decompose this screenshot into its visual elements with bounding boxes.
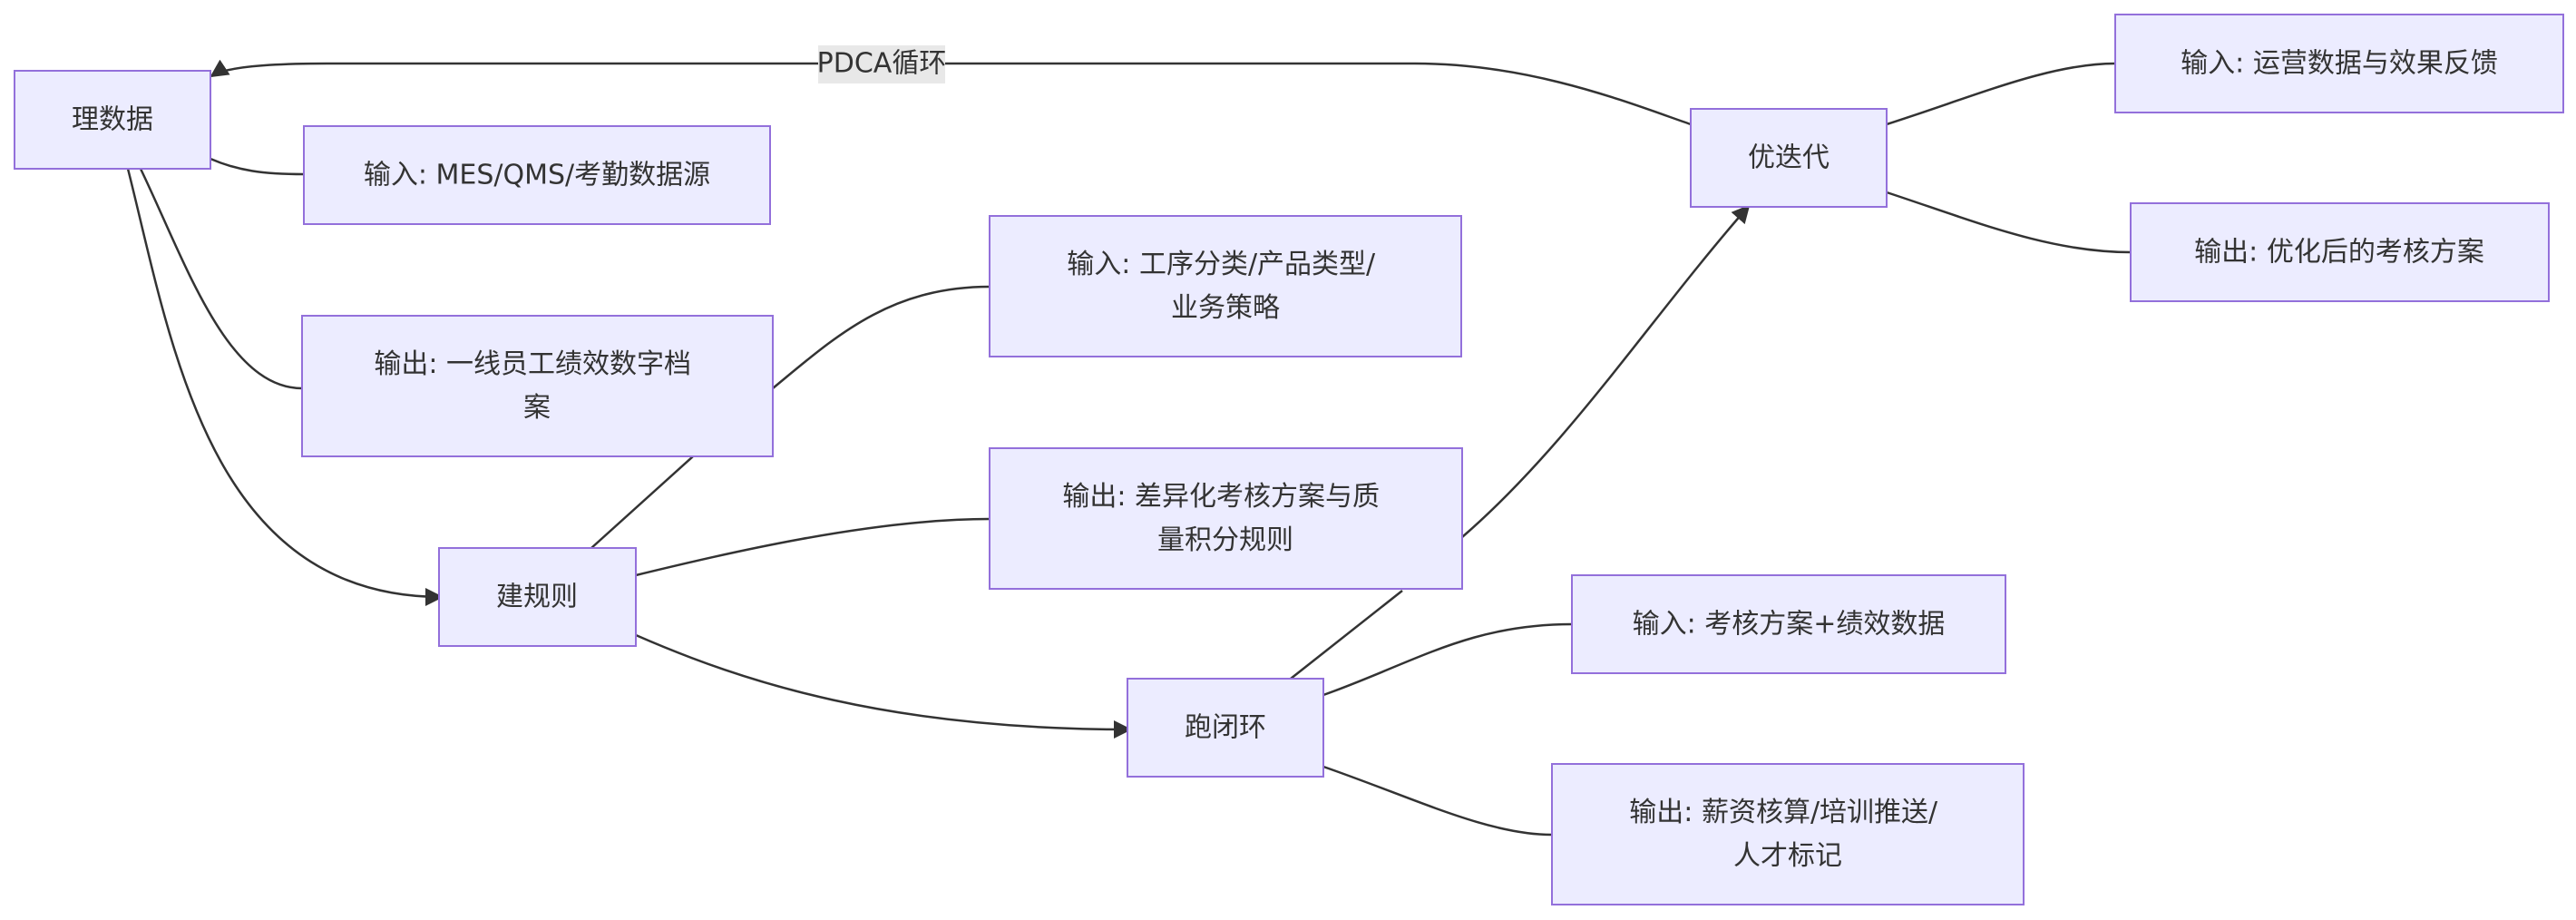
node-build-rules-output-line-2: 量积分规则	[1157, 524, 1293, 556]
node-build-rules-output[interactable]: 输出: 差异化考核方案与质 量积分规则	[989, 447, 1463, 590]
node-run-loop-input-label: 输入: 考核方案+绩效数据	[1633, 609, 1946, 641]
edge-process-data-to-input	[210, 157, 305, 176]
edge-process-data-to-build-rules	[126, 168, 444, 606]
node-build-rules-label: 建规则	[496, 582, 578, 613]
node-run-loop-output-line-1: 输出: 薪资核算/培训推送/	[1629, 797, 1938, 828]
node-optimize-output-label: 输出: 优化后的考核方案	[2194, 237, 2484, 269]
node-optimize-output[interactable]: 输出: 优化后的考核方案	[2130, 202, 2550, 302]
edges: PDCA循环	[126, 45, 2132, 837]
node-optimize-input[interactable]: 输入: 运营数据与效果反馈	[2114, 14, 2564, 113]
edge-optimize-to-output	[1886, 191, 2132, 254]
edge-build-rules-to-run-loop	[635, 633, 1132, 739]
edge-optimize-to-input	[1886, 62, 2116, 126]
node-optimize-label: 优迭代	[1748, 142, 1830, 174]
node-process-data-output-label: 输出: 一线员工绩效数字档 案	[374, 348, 699, 424]
node-build-rules-input-label: 输入: 工序分类/产品类型/ 业务策略	[1067, 249, 1383, 324]
edge-to-optimize	[1461, 204, 1751, 538]
node-process-data-output-line-1: 输出: 一线员工绩效数字档	[374, 348, 691, 380]
node-build-rules-input[interactable]: 输入: 工序分类/产品类型/ 业务策略	[989, 215, 1462, 357]
edge-run-loop-to-output	[1322, 765, 1553, 837]
node-run-loop-label: 跑闭环	[1185, 712, 1266, 744]
edge-run-loop-to-scheme	[1290, 590, 1403, 680]
edge-label-pdca: PDCA循环	[817, 48, 947, 80]
node-optimize[interactable]: 优迭代	[1690, 108, 1888, 208]
node-process-data-label: 理数据	[72, 104, 153, 136]
node-run-loop[interactable]: 跑闭环	[1127, 678, 1324, 778]
edge-build-rules-to-input	[772, 285, 990, 389]
node-build-rules-input-line-2: 业务策略	[1171, 292, 1280, 324]
edge-build-rules-to-output	[635, 517, 990, 577]
node-build-rules-output-label: 输出: 差异化考核方案与质 量积分规则	[1062, 481, 1388, 556]
nodes: 理数据 输入: MES/QMS/考勤数据源 输出: 一线员工绩效数字档 案 建规…	[14, 14, 2564, 905]
node-build-rules-output-line-1: 输出: 差异化考核方案与质	[1062, 481, 1380, 513]
node-optimize-input-label: 输入: 运营数据与效果反馈	[2181, 48, 2498, 80]
node-process-data-input[interactable]: 输入: MES/QMS/考勤数据源	[303, 125, 771, 225]
node-build-rules-input-line-1: 输入: 工序分类/产品类型/	[1067, 249, 1376, 280]
node-process-data-output[interactable]: 输出: 一线员工绩效数字档 案	[301, 315, 774, 457]
edge-run-loop-to-input	[1322, 622, 1573, 697]
node-process-data-output-line-2: 案	[523, 392, 551, 424]
edge-build-rules-to-archive	[590, 455, 694, 549]
node-run-loop-input[interactable]: 输入: 考核方案+绩效数据	[1571, 574, 2006, 674]
edge-process-data-to-output	[139, 168, 303, 390]
node-build-rules[interactable]: 建规则	[438, 547, 637, 647]
node-process-data-input-label: 输入: MES/QMS/考勤数据源	[364, 160, 710, 191]
edge-label-background	[818, 45, 945, 83]
node-run-loop-output[interactable]: 输出: 薪资核算/培训推送/ 人才标记	[1551, 763, 2025, 905]
node-run-loop-output-line-2: 人才标记	[1733, 840, 1842, 872]
edge-optimize-to-process-data	[210, 59, 1692, 126]
node-process-data[interactable]: 理数据	[14, 70, 211, 170]
node-run-loop-output-label: 输出: 薪资核算/培训推送/ 人才标记	[1629, 797, 1946, 872]
